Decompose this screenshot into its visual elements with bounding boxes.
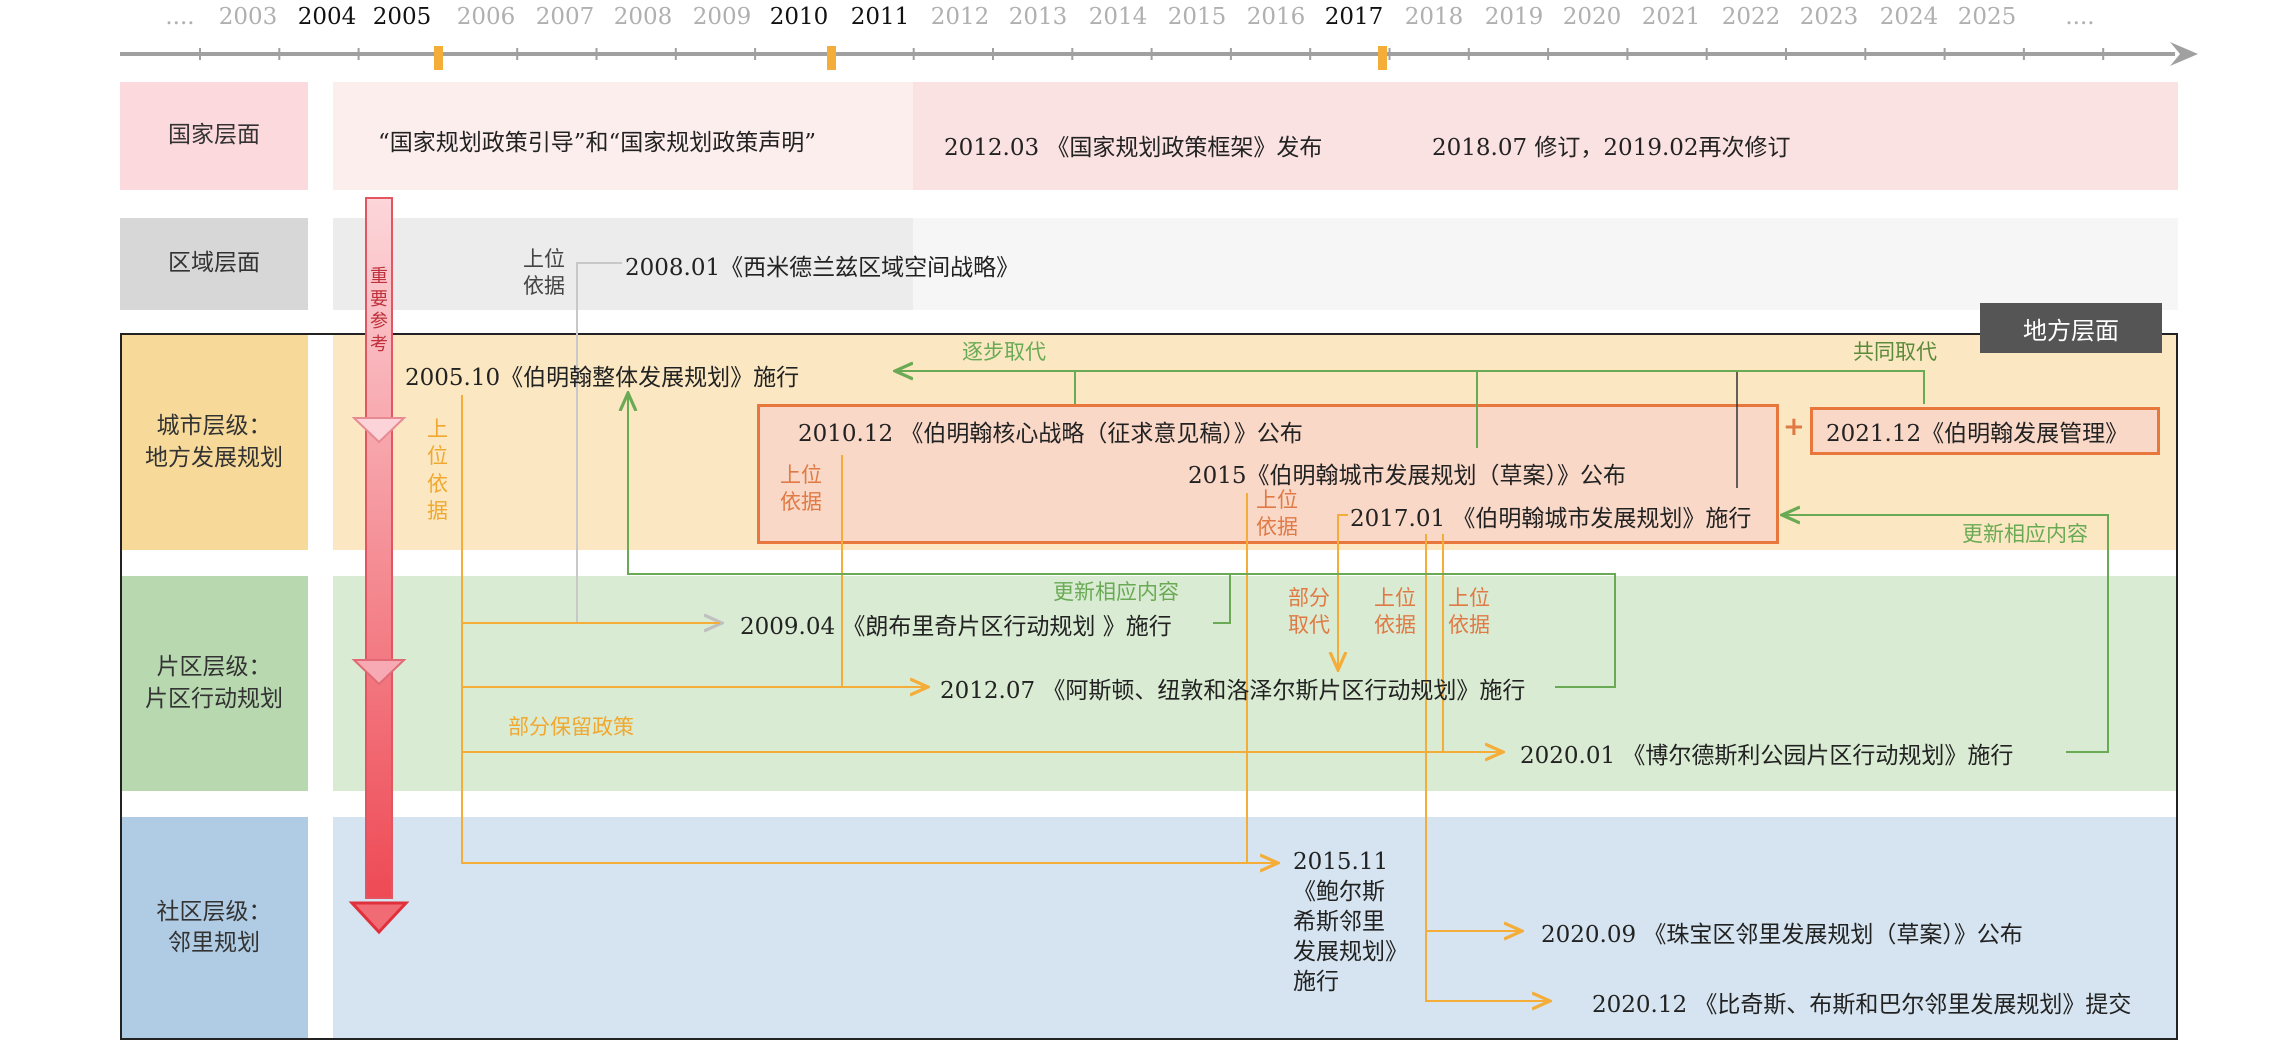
year-label-2007: 2007 xyxy=(535,4,595,30)
year-label-2005: 2005 xyxy=(372,4,432,30)
year-label-2010: 2010 xyxy=(769,4,829,30)
band-regional xyxy=(913,218,2178,310)
year-label-2011: 2011 xyxy=(850,4,910,30)
event-community-2020-12: 2020.12 《比奇斯、布斯和巴尔邻里发展规划》提交 xyxy=(1592,992,2132,1018)
year-label-....: .... xyxy=(165,4,195,30)
note-partial-replace: 部分 取代 xyxy=(1288,586,1330,638)
year-label-2009: 2009 xyxy=(692,4,752,30)
local-level-frame xyxy=(120,333,2178,1040)
note-important-reference: 重 要 参 考 xyxy=(370,266,388,355)
year-label-2013: 2013 xyxy=(1008,4,1068,30)
row-label-community: 社区层级： 邻里规划 xyxy=(120,817,308,1039)
note-gradual-replace: 逐步取代 xyxy=(962,340,1046,364)
note-upper-basis-2017-b: 上位 依据 xyxy=(1448,586,1490,638)
local-level-tag: 地方层面 xyxy=(1980,303,2162,353)
event-community-2015: 2015.11 《鲍尔斯 希斯邻里 发展规划》 施行 xyxy=(1293,849,1408,995)
note-upper-basis-2010: 上位 依据 xyxy=(780,463,822,515)
year-label-2004: 2004 xyxy=(297,4,357,30)
year-marker-2005 xyxy=(434,46,443,70)
timeline-axis xyxy=(120,42,2198,70)
city-plan-group-box xyxy=(757,404,1779,544)
plus-icon: + xyxy=(1783,412,1805,442)
event-district-2009: 2009.04 《朗布里奇片区行动规划 》施行 xyxy=(740,614,1172,640)
important-reference-arrow xyxy=(348,197,410,935)
year-label-2014: 2014 xyxy=(1088,4,1148,30)
year-label-2020: 2020 xyxy=(1562,4,1622,30)
year-marker-2010 xyxy=(827,46,836,70)
year-label-2018: 2018 xyxy=(1404,4,1464,30)
row-label-city: 城市层级： 地方发展规划 xyxy=(120,335,308,550)
year-label-2025: 2025 xyxy=(1957,4,2017,30)
event-national-revision: 2018.07 修订，2019.02再次修订 xyxy=(1432,135,1791,161)
band-national-early xyxy=(333,82,913,190)
year-marker-2017 xyxy=(1378,46,1387,70)
year-label-....: .... xyxy=(2065,4,2095,30)
city-2021-box xyxy=(1810,407,2160,455)
band-regional-early xyxy=(333,218,913,310)
note-update-content-2: 更新相应内容 xyxy=(1962,522,2088,546)
year-label-2023: 2023 xyxy=(1799,4,1859,30)
year-label-2012: 2012 xyxy=(930,4,990,30)
year-label-2024: 2024 xyxy=(1879,4,1939,30)
year-label-2022: 2022 xyxy=(1721,4,1781,30)
note-upper-basis-2015: 上位 依据 xyxy=(1256,488,1298,540)
year-label-2019: 2019 xyxy=(1484,4,1544,30)
year-label-2003: 2003 xyxy=(218,4,278,30)
note-update-content-1: 更新相应内容 xyxy=(1053,580,1179,604)
year-label-2006: 2006 xyxy=(456,4,516,30)
event-national-guidance: “国家规划政策引导”和“国家规划政策声明” xyxy=(378,130,817,156)
note-upper-basis-2005: 上 位 依 据 xyxy=(427,417,448,523)
event-city-2010: 2010.12 《伯明翰核心战略（征求意见稿）》公布 xyxy=(798,421,1303,447)
note-partial-keep-policy: 部分保留政策 xyxy=(508,715,634,739)
year-label-2017: 2017 xyxy=(1324,4,1384,30)
note-joint-replace: 共同取代 xyxy=(1853,340,1937,364)
year-label-2021: 2021 xyxy=(1641,4,1701,30)
event-district-2012: 2012.07 《阿斯顿、纽敦和洛泽尔斯片区行动规划》施行 xyxy=(940,678,1526,704)
year-label-2016: 2016 xyxy=(1246,4,1306,30)
row-label-district: 片区层级： 片区行动规划 xyxy=(120,576,308,791)
event-regional-strategy: 2008.01《西米德兰兹区域空间战略》 xyxy=(625,255,1020,281)
event-city-2021: 2021.12《伯明翰发展管理》 xyxy=(1826,421,2129,447)
year-label-2008: 2008 xyxy=(613,4,673,30)
row-label-national: 国家层面 xyxy=(120,82,308,190)
event-city-2017: 2017.01 《伯明翰城市发展规划》施行 xyxy=(1350,506,1752,532)
event-community-2020-09: 2020.09 《珠宝区邻里发展规划（草案）》公布 xyxy=(1541,922,2023,948)
event-city-2005: 2005.10《伯明翰整体发展规划》施行 xyxy=(405,365,800,391)
year-label-2015: 2015 xyxy=(1167,4,1227,30)
note-upper-basis-regional: 上位 依据 xyxy=(523,247,565,299)
event-national-framework: 2012.03 《国家规划政策框架》发布 xyxy=(944,135,1323,161)
row-label-regional: 区域层面 xyxy=(120,218,308,310)
band-community xyxy=(333,817,2178,1039)
event-district-2020: 2020.01 《博尔德斯利公园片区行动规划》施行 xyxy=(1520,743,2014,769)
band-national xyxy=(913,82,2178,190)
band-district xyxy=(333,576,2178,791)
event-city-2015: 2015《伯明翰城市发展规划（草案）》公布 xyxy=(1188,463,1627,489)
note-upper-basis-2017-a: 上位 依据 xyxy=(1374,586,1416,638)
